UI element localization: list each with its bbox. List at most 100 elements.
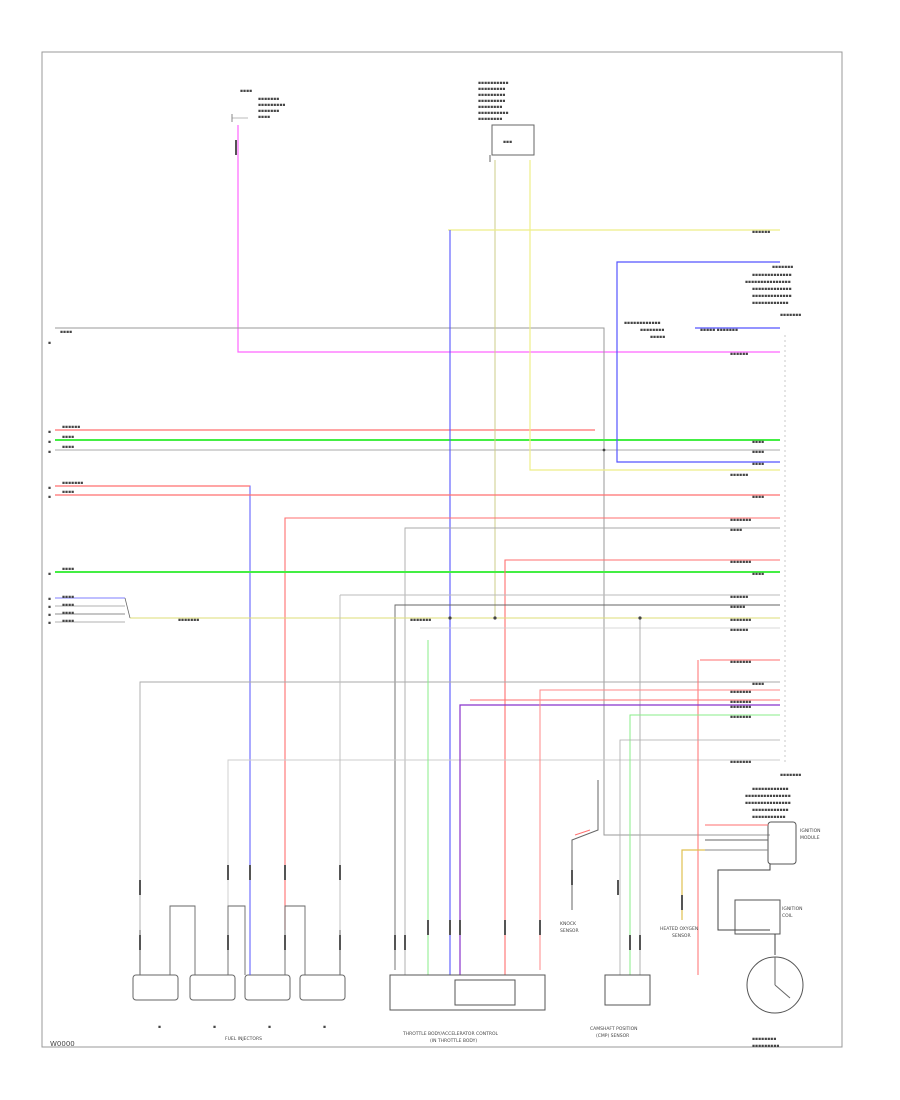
wire-grey-top: [55, 327, 770, 836]
svg-text:▪: ▪: [48, 486, 51, 491]
svg-text:▪▪▪▪▪▪▪▪▪: ▪▪▪▪▪▪▪▪▪: [258, 103, 285, 108]
svg-text:▪: ▪: [158, 1025, 161, 1030]
wire-yellow: [529, 160, 780, 471]
svg-text:▪▪▪▪▪▪▪: ▪▪▪▪▪▪▪: [780, 773, 801, 778]
svg-text:▪: ▪: [48, 605, 51, 610]
svg-text:▪▪▪▪▪▪▪: ▪▪▪▪▪▪▪: [410, 618, 431, 623]
svg-text:▪▪▪▪▪▪▪: ▪▪▪▪▪▪▪: [780, 313, 801, 318]
svg-text:▪▪▪▪▪▪: ▪▪▪▪▪▪: [730, 595, 748, 600]
svg-text:▪▪▪▪▪▪▪▪: ▪▪▪▪▪▪▪▪: [478, 117, 502, 122]
top-left-connector-label: ▪▪▪▪: [240, 89, 252, 94]
svg-text:▪▪▪▪▪▪▪: ▪▪▪▪▪▪▪: [730, 715, 751, 720]
svg-text:▪: ▪: [268, 1025, 271, 1030]
svg-text:▪▪▪▪: ▪▪▪▪: [752, 682, 764, 687]
svg-text:▪▪▪▪▪▪: ▪▪▪▪▪▪: [62, 425, 80, 430]
svg-text:▪▪▪▪: ▪▪▪▪: [62, 490, 74, 495]
svg-text:▪▪▪▪▪▪▪▪: ▪▪▪▪▪▪▪▪: [752, 1037, 776, 1042]
wire-red-5: [504, 559, 780, 975]
svg-text:▪: ▪: [48, 430, 51, 435]
svg-text:▪▪▪▪▪▪▪▪▪▪▪▪: ▪▪▪▪▪▪▪▪▪▪▪▪: [752, 808, 789, 813]
svg-text:▪: ▪: [48, 440, 51, 445]
svg-text:CAMSHAFT POSITION: CAMSHAFT POSITION: [590, 1026, 638, 1032]
svg-text:▪▪▪▪▪▪▪▪▪: ▪▪▪▪▪▪▪▪▪: [478, 93, 505, 98]
engine-control-module-pins: ▪▪▪▪▪▪▪ ▪▪▪▪▪▪▪▪▪▪▪▪▪ ▪▪▪▪▪▪▪▪▪▪▪▪▪▪▪ ▪▪…: [745, 265, 801, 820]
wire-pink: [237, 125, 780, 353]
diagram-code: W0000: [50, 1040, 75, 1048]
svg-text:▪▪▪▪▪▪: ▪▪▪▪▪▪: [730, 473, 748, 478]
svg-text:▪▪▪▪: ▪▪▪▪: [752, 495, 764, 500]
svg-text:▪▪▪▪▪▪▪▪▪: ▪▪▪▪▪▪▪▪▪: [478, 99, 505, 104]
svg-text:▪▪▪▪▪▪▪: ▪▪▪▪▪▪▪: [730, 700, 751, 705]
svg-text:HEATED OXYGEN: HEATED OXYGEN: [660, 926, 698, 932]
svg-text:MODULE: MODULE: [800, 835, 820, 841]
svg-text:▪▪▪▪▪▪▪▪▪▪▪: ▪▪▪▪▪▪▪▪▪▪▪: [752, 815, 786, 820]
svg-text:▪▪▪▪▪▪: ▪▪▪▪▪▪: [730, 628, 748, 633]
svg-text:▪: ▪: [48, 341, 51, 346]
svg-text:▪▪▪▪▪▪▪: ▪▪▪▪▪▪▪: [730, 560, 751, 565]
svg-text:▪▪▪: ▪▪▪: [503, 140, 512, 145]
svg-text:▪▪▪▪▪▪▪▪▪▪▪▪▪: ▪▪▪▪▪▪▪▪▪▪▪▪▪: [752, 287, 792, 292]
svg-text:▪▪▪▪▪▪▪▪▪: ▪▪▪▪▪▪▪▪▪: [752, 1044, 779, 1049]
svg-text:▪▪▪▪: ▪▪▪▪: [62, 603, 74, 608]
wire-grey-2: [404, 527, 780, 975]
svg-text:▪▪▪▪▪▪▪: ▪▪▪▪▪▪▪: [258, 97, 279, 102]
svg-text:▪▪▪▪▪▪▪▪▪▪: ▪▪▪▪▪▪▪▪▪▪: [478, 81, 509, 86]
transmission-label: ▪▪▪▪▪▪▪▪▪▪▪▪ ▪▪▪▪▪▪▪▪ ▪▪▪▪▪: [624, 321, 665, 340]
svg-text:▪▪▪▪▪▪▪: ▪▪▪▪▪▪▪: [178, 618, 199, 623]
svg-text:▪▪▪▪: ▪▪▪▪: [752, 462, 764, 467]
throttle-body: THROTTLE BODY/ACCELERATOR CONTROL (IN TH…: [389, 974, 546, 1044]
svg-text:IGNITION: IGNITION: [782, 906, 803, 912]
svg-text:▪▪▪▪▪▪▪: ▪▪▪▪▪▪▪: [730, 618, 751, 623]
connector-stubs: [139, 140, 683, 950]
svg-text:IGNITION: IGNITION: [800, 828, 821, 834]
svg-text:▪: ▪: [48, 495, 51, 500]
svg-text:▪▪▪▪▪▪▪▪▪▪▪▪: ▪▪▪▪▪▪▪▪▪▪▪▪: [624, 321, 661, 326]
top-center-component: ▪▪▪▪▪▪▪▪▪▪ ▪▪▪▪▪▪▪▪▪ ▪▪▪▪▪▪▪▪▪ ▪▪▪▪▪▪▪▪▪…: [478, 81, 535, 162]
diagram-frame: [41, 51, 843, 1048]
svg-text:▪▪▪▪▪▪▪▪▪▪▪▪▪▪▪: ▪▪▪▪▪▪▪▪▪▪▪▪▪▪▪: [745, 794, 791, 799]
svg-text:▪▪▪▪: ▪▪▪▪: [258, 115, 270, 120]
svg-text:▪▪▪▪▪▪▪▪▪▪: ▪▪▪▪▪▪▪▪▪▪: [478, 111, 509, 116]
svg-text:▪▪▪▪▪▪▪▪▪▪▪▪: ▪▪▪▪▪▪▪▪▪▪▪▪: [752, 787, 789, 792]
knock-sensor: KNOCK SENSOR: [560, 780, 599, 934]
svg-text:▪▪▪▪: ▪▪▪▪: [752, 572, 764, 577]
wire-blue-trans: [616, 261, 780, 463]
svg-text:▪▪▪▪▪: ▪▪▪▪▪: [650, 335, 665, 340]
ignition-module: IGNITION MODULE: [681, 821, 821, 931]
svg-text:▪▪▪▪: ▪▪▪▪: [62, 445, 74, 450]
svg-text:▪▪▪▪▪▪▪: ▪▪▪▪▪▪▪: [730, 518, 751, 523]
right-wire-labels: ▪▪▪▪▪▪ ▪▪▪▪▪ ▪▪▪▪▪▪▪ ▪▪▪▪▪▪ ▪▪▪▪ ▪▪▪▪ ▪▪…: [178, 230, 770, 765]
wire-red-4: [284, 517, 780, 930]
svg-text:▪: ▪: [323, 1025, 326, 1030]
svg-text:▪▪▪▪: ▪▪▪▪: [752, 450, 764, 455]
svg-text:▪▪▪▪▪ ▪▪▪▪▪▪▪: ▪▪▪▪▪ ▪▪▪▪▪▪▪: [700, 328, 738, 333]
wire-red-2: [55, 485, 251, 890]
svg-text:▪▪▪▪▪▪▪▪: ▪▪▪▪▪▪▪▪: [478, 105, 502, 110]
svg-text:▪▪▪▪▪▪▪▪▪▪▪▪▪: ▪▪▪▪▪▪▪▪▪▪▪▪▪: [752, 273, 792, 278]
svg-text:SENSOR: SENSOR: [672, 933, 691, 939]
top-left-connector: ▪▪▪▪ ▪▪▪▪▪▪▪ ▪▪▪▪▪▪▪▪▪ ▪▪▪▪▪▪▪ ▪▪▪▪: [231, 89, 285, 122]
fuel-injectors: FUEL INJECTORS ▪ ▪ ▪ ▪: [132, 890, 346, 1042]
relay-box: [491, 124, 535, 156]
svg-text:▪▪▪▪▪▪▪: ▪▪▪▪▪▪▪: [258, 109, 279, 114]
svg-text:▪: ▪: [48, 597, 51, 602]
svg-text:▪▪▪▪▪▪▪▪▪▪▪▪: ▪▪▪▪▪▪▪▪▪▪▪▪: [752, 301, 789, 306]
svg-text:▪▪▪▪▪▪▪: ▪▪▪▪▪▪▪: [772, 265, 793, 270]
svg-text:▪▪▪▪: ▪▪▪▪: [62, 611, 74, 616]
camshaft-sensor: CAMSHAFT POSITION (CMP) SENSOR: [590, 974, 651, 1039]
svg-text:▪▪▪▪▪▪▪: ▪▪▪▪▪▪▪: [62, 481, 83, 486]
svg-text:▪▪▪▪▪▪▪▪▪: ▪▪▪▪▪▪▪▪▪: [478, 87, 505, 92]
svg-text:▪▪▪▪▪: ▪▪▪▪▪: [730, 605, 745, 610]
svg-text:FUEL INJECTORS: FUEL INJECTORS: [225, 1036, 262, 1042]
svg-text:▪▪▪▪▪▪▪▪▪▪▪▪▪▪▪: ▪▪▪▪▪▪▪▪▪▪▪▪▪▪▪: [745, 280, 791, 285]
svg-text:▪: ▪: [48, 572, 51, 577]
svg-text:▪▪▪▪: ▪▪▪▪: [62, 619, 74, 624]
svg-text:▪▪▪▪: ▪▪▪▪: [752, 440, 764, 445]
svg-text:▪▪▪▪: ▪▪▪▪: [62, 435, 74, 440]
svg-text:▪: ▪: [48, 621, 51, 626]
left-wire-labels: ▪▪▪▪▪ ▪▪▪▪▪▪▪ ▪▪▪▪▪ ▪▪▪▪▪ ▪▪▪▪▪▪▪▪ ▪▪▪▪▪…: [48, 330, 83, 626]
svg-text:▪▪▪▪: ▪▪▪▪: [62, 595, 74, 600]
svg-text:▪▪▪▪▪▪▪▪▪▪▪▪▪▪▪: ▪▪▪▪▪▪▪▪▪▪▪▪▪▪▪: [745, 801, 791, 806]
svg-text:COIL: COIL: [782, 913, 793, 919]
